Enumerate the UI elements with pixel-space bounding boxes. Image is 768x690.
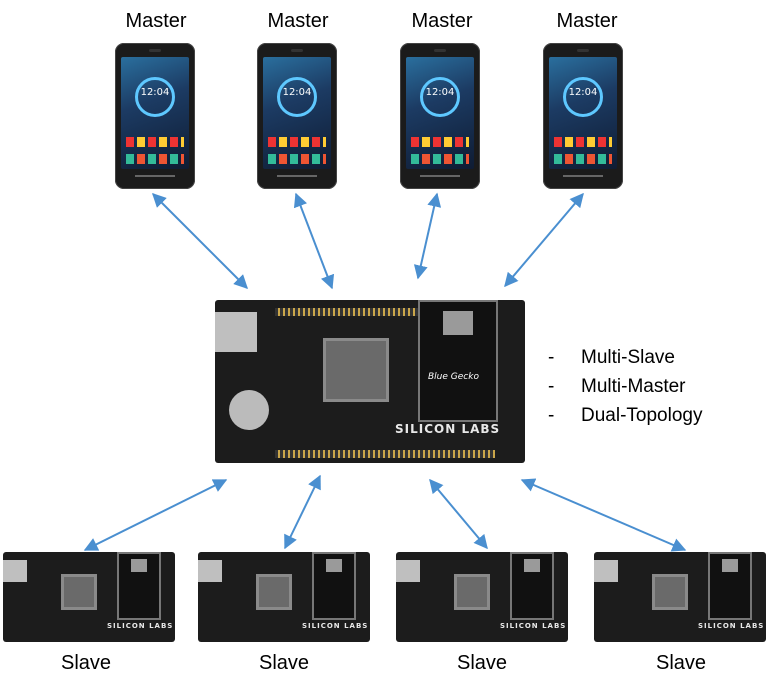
- feature-item: -Multi-Slave: [548, 343, 702, 372]
- arrow-slave-2: [284, 474, 321, 550]
- silicon-labs-logo: SILICON LABS: [395, 422, 501, 436]
- arrow-slave-3: [429, 478, 488, 550]
- slave-board-1: SILICON LABS: [3, 552, 175, 642]
- pin-header-bottom: [275, 450, 495, 458]
- slave-board-3: SILICON LABS: [396, 552, 568, 642]
- slave-board-4: SILICON LABS: [594, 552, 766, 642]
- slave-label-2: Slave: [258, 652, 310, 674]
- slave-board-2: SILICON LABS: [198, 552, 370, 642]
- phone-time: 12:04: [140, 87, 170, 98]
- feature-text: Multi-Master: [581, 376, 686, 397]
- clock-icon: [277, 77, 317, 117]
- blue-gecko-module: Blue Gecko: [418, 300, 498, 422]
- clock-icon: [135, 77, 175, 117]
- feature-item: -Dual-Topology: [548, 401, 702, 430]
- feature-item: -Multi-Master: [548, 372, 702, 401]
- clock-icon: [563, 77, 603, 117]
- master-label-3: Master: [411, 10, 473, 32]
- phone-time: 12:04: [425, 87, 455, 98]
- master-label-1: Master: [125, 10, 187, 32]
- master-label-4: Master: [556, 10, 618, 32]
- phone-time: 12:04: [282, 87, 312, 98]
- silicon-labs-logo: SILICON LABS: [500, 622, 567, 630]
- slave-label-4: Slave: [655, 652, 707, 674]
- feature-list: -Multi-Slave -Multi-Master -Dual-Topolog…: [548, 343, 702, 430]
- master-phone-1: 12:04: [115, 43, 195, 189]
- display-chip: [323, 338, 389, 402]
- silicon-labs-logo: SILICON LABS: [107, 622, 174, 630]
- master-phone-3: 12:04: [400, 43, 480, 189]
- feature-text: Dual-Topology: [581, 405, 703, 426]
- arrow-master-1: [152, 193, 248, 289]
- coin-cell-holder: [229, 390, 269, 430]
- arrow-master-2: [293, 192, 335, 290]
- central-board: Blue Gecko SILICON LABS: [215, 300, 525, 463]
- arrow-slave-1: [83, 479, 228, 551]
- slave-label-3: Slave: [456, 652, 508, 674]
- pin-header: [275, 308, 465, 316]
- arrow-slave-4: [520, 478, 687, 552]
- master-phone-2: 12:04: [257, 43, 337, 189]
- phone-time: 12:04: [568, 87, 598, 98]
- master-label-2: Master: [267, 10, 329, 32]
- arrow-master-3: [413, 192, 442, 280]
- arrow-master-4: [504, 192, 584, 288]
- ethernet-port: [215, 312, 257, 352]
- slave-label-1: Slave: [60, 652, 112, 674]
- feature-text: Multi-Slave: [581, 347, 675, 368]
- module-label: Blue Gecko: [428, 372, 479, 382]
- silicon-labs-logo: SILICON LABS: [698, 622, 765, 630]
- master-phone-4: 12:04: [543, 43, 623, 189]
- clock-icon: [420, 77, 460, 117]
- silicon-labs-logo: SILICON LABS: [302, 622, 369, 630]
